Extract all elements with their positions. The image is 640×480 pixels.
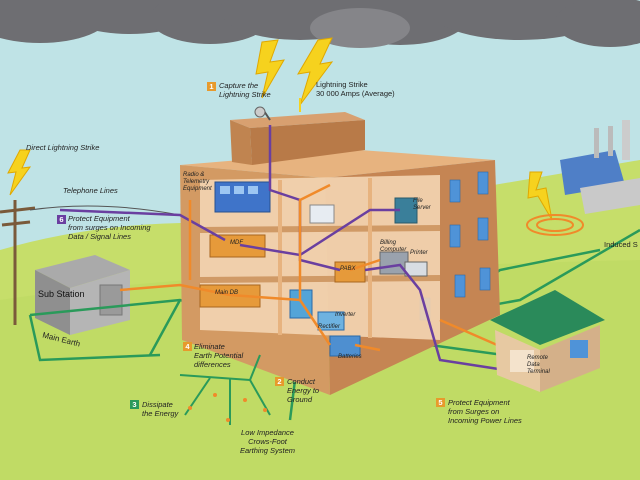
badge-1: 1 (209, 82, 214, 91)
label-protect-power: Protect Equipment from Surges on Incomin… (448, 398, 522, 425)
utility-pole (0, 200, 36, 325)
label-dissipate: Dissipate the Energy (142, 400, 179, 418)
energy-sparks (188, 393, 267, 422)
room-radio: Radio & Telemetry Equipment (183, 172, 212, 192)
label-induced: Induced S (604, 240, 638, 249)
factory (526, 120, 640, 236)
room-mdf: MDF (230, 240, 243, 246)
remote-terminal-building (490, 290, 605, 392)
room-rectifier: Rectifier (318, 324, 341, 330)
badge-5: 5 (438, 398, 443, 407)
label-protect-signal: Protect Equipment from surges on Incomin… (68, 214, 151, 241)
badge-6: 6 (59, 215, 64, 224)
room-billing: Billing Computer (380, 240, 407, 253)
lightning-rod (254, 98, 301, 121)
badge-4: 4 (185, 342, 190, 351)
lightning-bolt-icon (7, 37, 553, 221)
badge-3: 3 (132, 400, 137, 409)
label-telephone-lines: Telephone Lines (63, 186, 118, 195)
label-eliminate: Eliminate Earth Potential differences (194, 342, 244, 369)
room-printer: Printer (410, 250, 428, 256)
room-remote-terminal: Remote Data Terminal (527, 355, 550, 375)
label-lightning-strike: Lightning Strike 30 000 Amps (Average) (316, 80, 395, 98)
sub-station-building (35, 255, 130, 335)
storm-clouds (0, 0, 640, 48)
label-sub-station: Sub Station (38, 289, 85, 299)
room-file-server: File Server (413, 198, 431, 211)
label-direct-strike: Direct Lightning Strike (26, 143, 100, 152)
badge-2: 2 (277, 377, 282, 386)
room-batteries: Batteries (338, 354, 362, 360)
equipment (199, 181, 428, 357)
room-main-db: Main DB (215, 290, 239, 296)
step-badges (57, 82, 445, 409)
label-conduct: Conduct Energy to Ground (287, 377, 320, 404)
room-inverter: Inverter (335, 312, 356, 318)
label-capture: Capture the Lightning Strike (219, 81, 271, 99)
room-pabx: PABX (340, 266, 356, 272)
label-low-impedance: Low Impedance Crows-Foot Earthing System (240, 428, 296, 455)
signal-lines (59, 125, 506, 372)
